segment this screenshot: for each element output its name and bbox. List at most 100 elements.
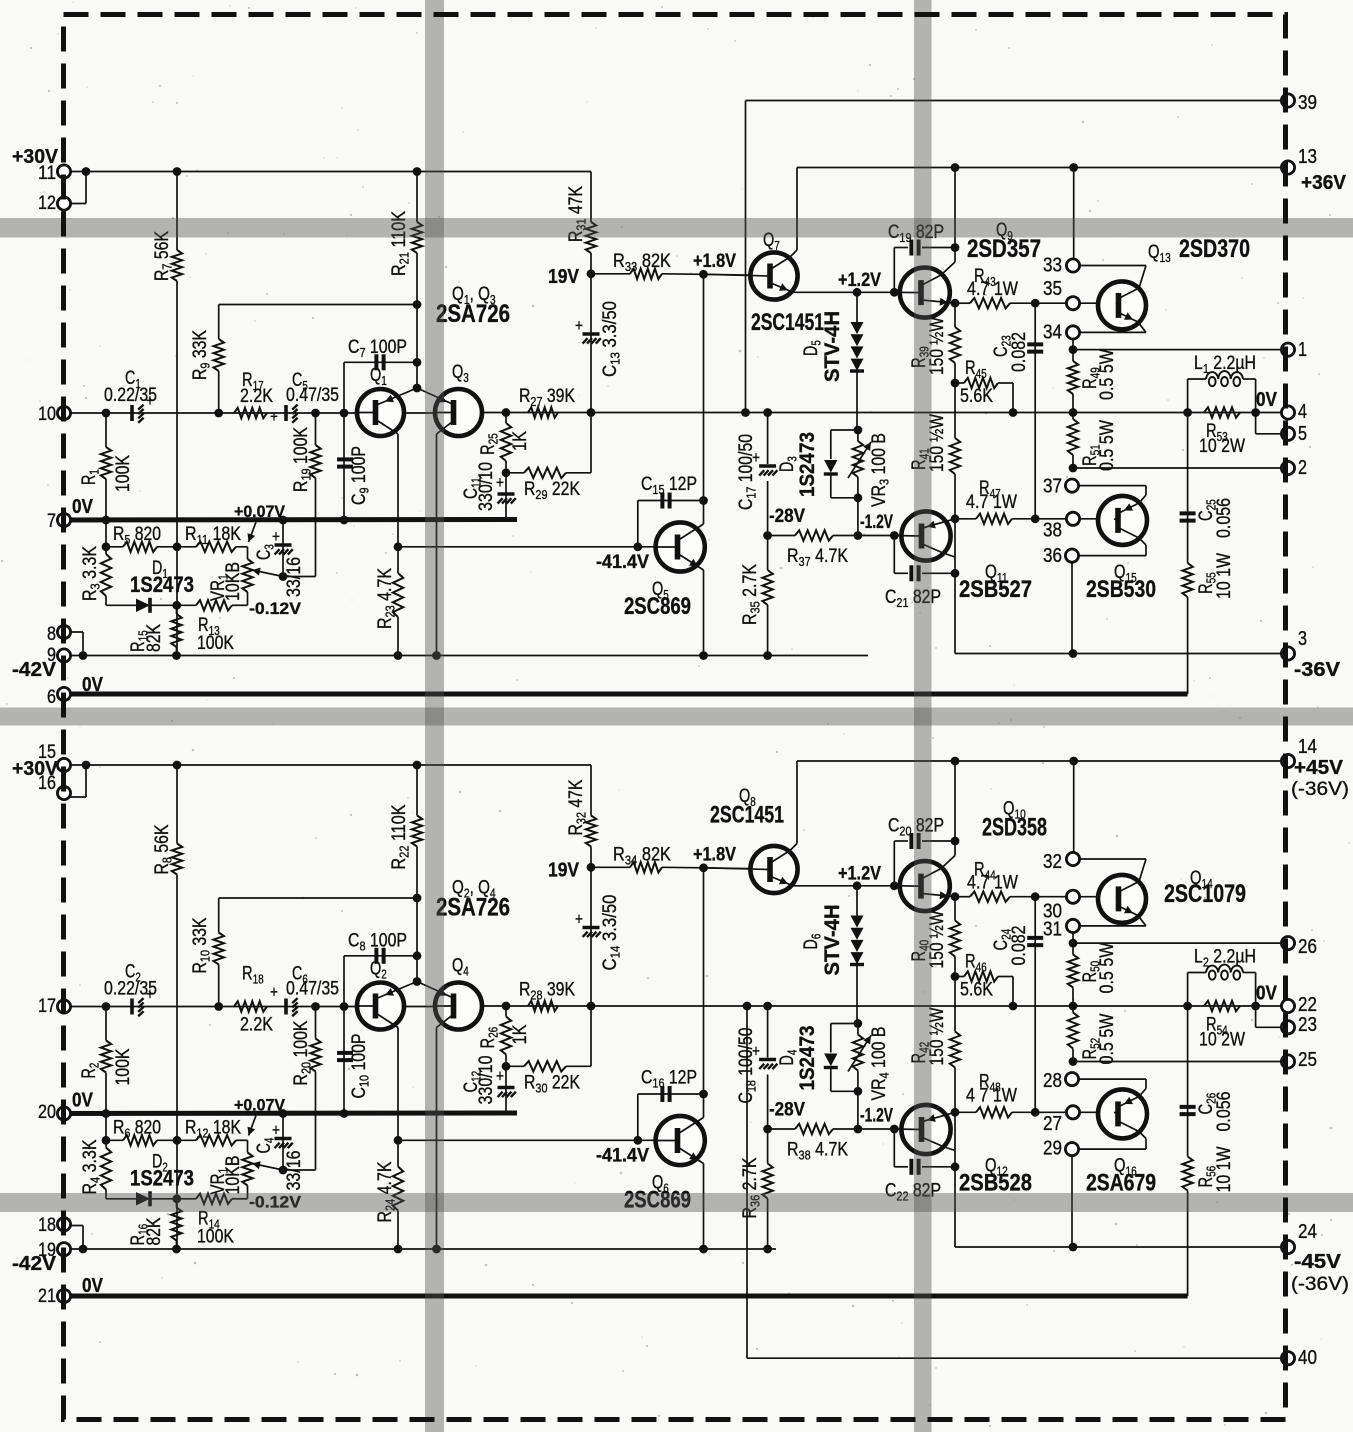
svg-text:R10 33K: R10 33K (190, 917, 213, 973)
svg-text:10 2W: 10 2W (1199, 436, 1245, 457)
svg-text:4: 4 (1298, 401, 1307, 423)
svg-text:-41.4V: -41.4V (596, 1146, 649, 1167)
svg-text:+1.8V: +1.8V (693, 251, 736, 272)
svg-text:+36V: +36V (1301, 172, 1347, 194)
svg-text:+0.07V: +0.07V (234, 502, 286, 521)
svg-text:0.5 5W: 0.5 5W (1097, 420, 1118, 471)
svg-text:10KB: 10KB (223, 1156, 244, 1195)
svg-text:-42V: -42V (12, 659, 57, 681)
svg-text:R35 2.7K: R35 2.7K (740, 564, 763, 625)
svg-text:C13 3.3/50: C13 3.3/50 (600, 301, 623, 377)
svg-text:STV-4H: STV-4H (821, 311, 844, 382)
svg-text:28: 28 (1043, 1070, 1062, 1092)
svg-text:+1.2V: +1.2V (838, 864, 881, 885)
svg-text:R19 100K: R19 100K (291, 427, 314, 492)
svg-text:0.47/35: 0.47/35 (286, 385, 339, 406)
svg-text:R8 56K: R8 56K (152, 824, 175, 874)
svg-text:R32 47K: R32 47K (566, 779, 589, 835)
svg-text:29: 29 (1043, 1138, 1062, 1160)
svg-text:R5 820: R5 820 (113, 524, 161, 547)
svg-text:35: 35 (1043, 278, 1062, 300)
svg-text:C16 12P: C16 12P (641, 1068, 697, 1091)
svg-text:R7 56K: R7 56K (152, 231, 175, 281)
svg-text:+: + (575, 910, 583, 929)
svg-text:0V: 0V (1256, 389, 1278, 411)
svg-text:C9 100P: C9 100P (349, 446, 372, 505)
svg-text:0.5 5W: 0.5 5W (1097, 349, 1118, 400)
svg-text:2SA679: 2SA679 (1086, 1170, 1156, 1197)
svg-text:C18 100/50: C18 100/50 (736, 1028, 759, 1104)
svg-text:R37 4.7K: R37 4.7K (787, 546, 848, 569)
svg-text:39: 39 (1298, 92, 1317, 114)
svg-text:2SC1451: 2SC1451 (751, 309, 824, 336)
svg-text:10 1W: 10 1W (1214, 553, 1235, 599)
svg-text:C14 3.3/50: C14 3.3/50 (600, 895, 623, 971)
svg-text:R23 4.7K: R23 4.7K (375, 568, 398, 629)
svg-text:R6 820: R6 820 (113, 1118, 161, 1141)
svg-text:2SB530: 2SB530 (1086, 576, 1156, 603)
svg-text:C21 82P: C21 82P (885, 587, 941, 610)
svg-text:1S2473: 1S2473 (796, 1026, 819, 1091)
svg-text:40: 40 (1298, 1347, 1317, 1369)
svg-text:VR4 100 B: VR4 100 B (869, 1027, 892, 1101)
svg-text:3: 3 (1298, 628, 1307, 650)
svg-text:4.7 1W: 4.7 1W (966, 492, 1017, 513)
svg-text:23: 23 (1298, 1014, 1317, 1036)
svg-text:21: 21 (38, 1286, 56, 1307)
svg-text:10 1W: 10 1W (1214, 1146, 1235, 1192)
svg-text:33/16: 33/16 (284, 557, 305, 597)
svg-text:+45V: +45V (1294, 757, 1344, 779)
svg-text:-1.2V: -1.2V (860, 1106, 893, 1127)
svg-text:0.082: 0.082 (1009, 332, 1030, 372)
svg-text:10: 10 (38, 404, 56, 425)
svg-text:12: 12 (38, 193, 56, 214)
svg-text:0V: 0V (72, 1090, 94, 1112)
svg-text:2.2K: 2.2K (240, 386, 273, 407)
svg-text:33/16: 33/16 (284, 1151, 305, 1191)
svg-text:-41.4V: -41.4V (596, 552, 649, 573)
svg-text:(-36V): (-36V) (1291, 779, 1349, 800)
svg-text:100K: 100K (197, 633, 234, 654)
svg-text:1S2473: 1S2473 (796, 432, 819, 497)
svg-text:2SA726: 2SA726 (436, 300, 510, 328)
svg-text:4 7 1W: 4 7 1W (966, 1086, 1017, 1107)
svg-text:34: 34 (1043, 322, 1062, 344)
svg-text:82K: 82K (144, 1217, 165, 1245)
svg-text:C17 100/50: C17 100/50 (736, 434, 759, 510)
svg-text:19V: 19V (548, 860, 580, 882)
svg-text:0.22/35: 0.22/35 (104, 979, 157, 1000)
svg-text:+: + (270, 983, 278, 1002)
svg-text:4.7 1W: 4.7 1W (967, 873, 1018, 894)
svg-text:C10 100P: C10 100P (349, 1034, 372, 1099)
svg-text:C8 100P: C8 100P (348, 931, 407, 954)
svg-text:C15 12P: C15 12P (641, 474, 697, 497)
svg-text:38: 38 (1043, 520, 1062, 542)
svg-text:5.6K: 5.6K (960, 980, 993, 1001)
svg-text:0.47/35: 0.47/35 (286, 979, 339, 1000)
svg-text:-36V: -36V (1294, 659, 1341, 681)
svg-text:0.22/35: 0.22/35 (104, 385, 157, 406)
svg-text:17: 17 (38, 996, 56, 1017)
svg-text:2: 2 (1298, 457, 1307, 479)
svg-text:2SD358: 2SD358 (982, 814, 1047, 842)
svg-text:+30V: +30V (12, 758, 59, 780)
svg-text:R27 39K: R27 39K (519, 386, 575, 409)
svg-text:R11 18K: R11 18K (185, 524, 241, 547)
svg-text:-28V: -28V (769, 506, 805, 527)
svg-text:2SD357: 2SD357 (967, 235, 1041, 263)
svg-text:R4 3.3K: R4 3.3K (80, 1139, 103, 1194)
svg-text:2SC1079: 2SC1079 (1164, 880, 1246, 908)
svg-text:4.7 1W: 4.7 1W (967, 279, 1018, 300)
svg-text:10 2W: 10 2W (1199, 1030, 1245, 1051)
svg-text:31: 31 (1043, 919, 1062, 941)
svg-text:+: + (270, 407, 278, 426)
svg-text:27: 27 (1043, 1113, 1062, 1135)
svg-text:STV-4H: STV-4H (821, 905, 844, 976)
svg-text:2SD370: 2SD370 (1179, 235, 1250, 263)
svg-text:14: 14 (1298, 736, 1317, 758)
svg-text:37: 37 (1043, 476, 1062, 498)
svg-text:R30 22K: R30 22K (524, 1073, 580, 1096)
svg-text:2SB527: 2SB527 (959, 576, 1032, 603)
svg-text:1S2473: 1S2473 (130, 1166, 194, 1191)
svg-text:VR3 100 B: VR3 100 B (869, 433, 892, 507)
